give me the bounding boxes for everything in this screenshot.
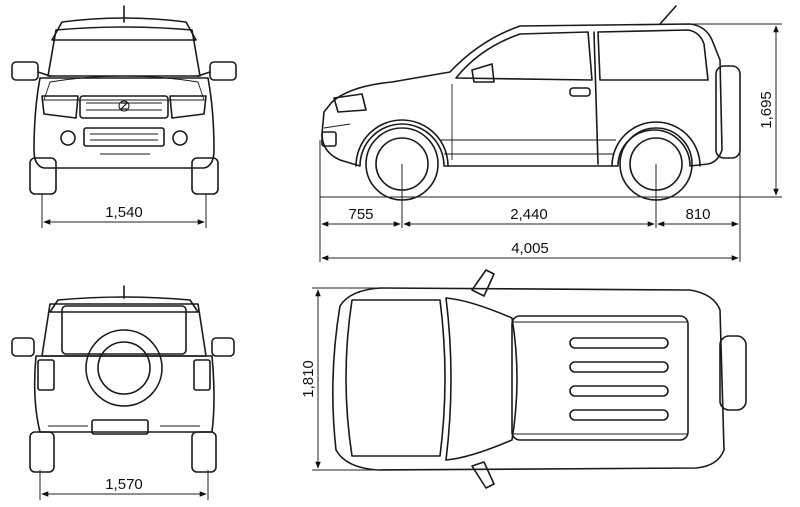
front-view bbox=[11, 5, 237, 195]
top-view bbox=[332, 269, 747, 489]
width-label: 1,810 bbox=[300, 360, 317, 398]
wheelbase-dimension: 2,440 bbox=[403, 206, 655, 227]
suzuki-emblem-icon bbox=[118, 100, 130, 112]
front-track-label: 1,540 bbox=[105, 204, 143, 221]
side-view bbox=[321, 5, 741, 201]
front-track-dimension: 1,540 bbox=[41, 194, 207, 228]
width-dimension: 1,810 bbox=[300, 287, 378, 471]
rear-track-label: 1,570 bbox=[105, 476, 143, 493]
wheelbase-label: 2,440 bbox=[510, 206, 548, 223]
height-dimension: 1,695 bbox=[690, 23, 782, 198]
overall-length-label: 4,005 bbox=[511, 240, 549, 257]
rear-overhang-dimension: 810 bbox=[657, 206, 739, 227]
rear-track-dimension: 1,570 bbox=[39, 470, 209, 500]
front-overhang-label: 755 bbox=[348, 206, 373, 223]
rear-overhang-label: 810 bbox=[685, 206, 710, 223]
front-overhang-dimension: 755 bbox=[321, 206, 401, 227]
overall-length-dimension: 4,005 bbox=[321, 240, 739, 261]
rear-view bbox=[11, 285, 235, 473]
height-label: 1,695 bbox=[758, 91, 775, 129]
